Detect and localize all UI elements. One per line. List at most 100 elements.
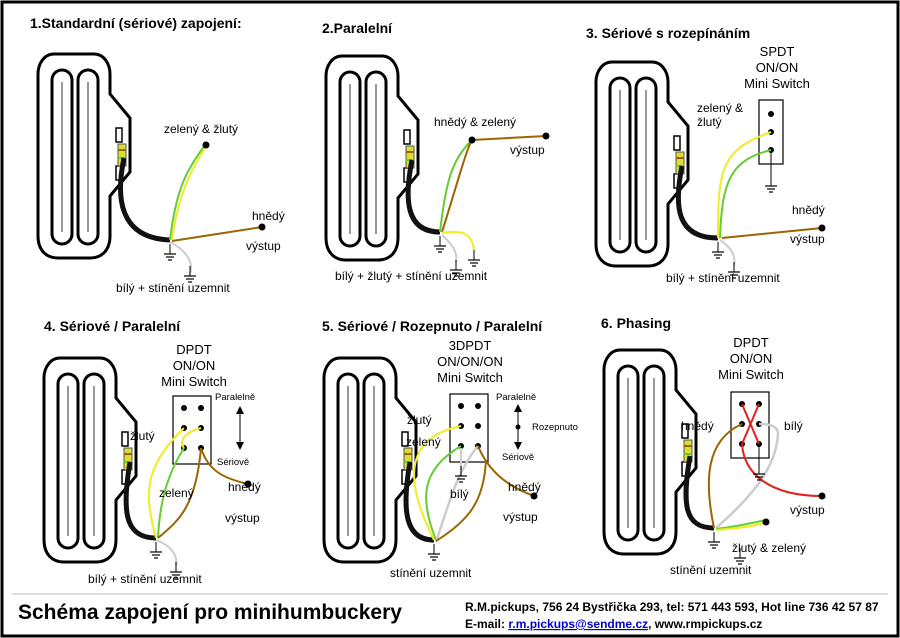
panel-3-series-split: 3. Sériové s rozepínáním SPDT ON/ON Mini… (586, 25, 826, 285)
switch-type: SPDT (760, 44, 795, 59)
label-yellow: žlutý (407, 413, 432, 427)
label-brown: hnědý (508, 480, 541, 494)
ground-symbol (764, 175, 778, 193)
label-output: výstup (510, 143, 545, 157)
wire-brown (171, 226, 263, 242)
switch-type: DPDT (733, 335, 768, 350)
panel-4-series-parallel: 4. Sériové / Paralelní DPDT ON/ON Mini S… (42, 318, 261, 586)
footer-contact: E-mail: r.m.pickups@sendme.cz, www.rmpic… (465, 617, 762, 631)
wire-jumper (181, 427, 202, 449)
panel-title: 4. Sériové / Paralelní (44, 318, 181, 334)
label-output: výstup (503, 510, 538, 524)
wire-brown (435, 459, 487, 542)
arrow-head-up (514, 404, 522, 412)
panel-6-phasing: 6. Phasing DPDT ON/ON Mini Switch hnědý … (601, 315, 826, 577)
ground-symbol (707, 531, 721, 549)
wire-white (155, 539, 178, 567)
wire-green (719, 149, 772, 239)
panel-title: 5. Sériové / Rozepnuto / Paralelní (322, 318, 543, 334)
arrow-head-down (514, 442, 522, 450)
wire-brown (721, 227, 823, 239)
web-address: , www.rmpickups.cz (648, 617, 762, 631)
footer: Schéma zapojení pro minihumbuckery R.M.p… (18, 600, 879, 631)
switch-name: Mini Switch (718, 367, 784, 382)
panel-5-series-split-parallel: 5. Sériové / Rozepnuto / Paralelní 3DPDT… (322, 318, 578, 580)
label-brown: hnědý (681, 419, 714, 433)
arrow-head-up (236, 406, 244, 414)
label-output: výstup (790, 503, 825, 517)
output-terminal (818, 224, 826, 232)
switch-name: Mini Switch (437, 370, 503, 385)
label-ground: bílý + žlutý + stínění uzemnit (335, 269, 488, 283)
footer-address: R.M.pickups, 756 24 Bystřička 293, tel: … (465, 600, 879, 614)
label-ground: stínění uzemnit (390, 566, 472, 580)
switch-mode: ON/ON/ON (437, 354, 503, 369)
pickup-6 (602, 348, 698, 556)
ground-symbol (467, 249, 481, 267)
panel-title: 6. Phasing (601, 315, 671, 331)
wire-yellow (171, 145, 207, 241)
arrow-head-down (236, 442, 244, 450)
cross-wire (741, 403, 760, 445)
wire-yellow (717, 131, 772, 239)
solder-joint (202, 141, 210, 149)
label-yellow: žlutý (130, 429, 155, 443)
position-parallel: Paralelně (496, 392, 536, 403)
pickup-5 (322, 356, 418, 564)
label-output: výstup (790, 232, 825, 246)
output-terminal (542, 132, 550, 140)
shielded-cable (403, 461, 435, 543)
switch-type: 3DPDT (449, 338, 492, 353)
shielded-cable (675, 165, 719, 241)
pickup-4 (42, 356, 138, 564)
wire-white (715, 422, 780, 529)
output-terminal (244, 480, 252, 488)
switch-name: Mini Switch (744, 76, 810, 91)
switch-mode: ON/ON (756, 60, 799, 75)
panel-2-parallel: 2.Paralelní hnědý & zelený výstup bílý +… (322, 20, 550, 283)
position-series: Sériově (502, 452, 534, 463)
pickup-2 (324, 54, 420, 262)
panel-title: 1.Standardní (sériové) zapojení: (30, 15, 242, 31)
email-link[interactable]: r.m.pickups@sendme.cz (508, 617, 648, 631)
ground-symbol (183, 265, 197, 283)
wire-brown (441, 139, 473, 233)
output-terminal (818, 492, 826, 500)
label-ground: stínění uzemnit (670, 563, 752, 577)
shielded-cable (118, 157, 171, 243)
wire-green (157, 447, 185, 539)
wire-white (441, 234, 458, 263)
label-green-yellow: zelený & žlutý (164, 122, 238, 136)
wire-white (434, 445, 479, 543)
switch-lug (198, 405, 204, 411)
switch-lug (458, 403, 464, 409)
email-label: E-mail: (465, 617, 505, 631)
shielded-cable (405, 159, 441, 235)
panel-title: 2.Paralelní (322, 20, 393, 36)
label-ground: bílý + stínění uzemnit (116, 281, 230, 295)
switch-mode: ON/ON (730, 351, 773, 366)
wire-brown-output (477, 445, 535, 497)
position-parallel: Paralelně (215, 392, 255, 403)
wire-green (439, 139, 473, 233)
panel-1-standard-series: 1.Standardní (sériové) zapojení: zelený … (30, 15, 285, 295)
position-dot (515, 424, 521, 430)
label-white: bílý (784, 419, 803, 433)
label-green: zelený (159, 486, 194, 500)
output-terminal (530, 492, 538, 500)
position-split: Rozepnuto (532, 422, 578, 433)
switch-name: Mini Switch (161, 374, 227, 389)
label-brown: hnědý (228, 480, 261, 494)
label-green: zelený & (697, 101, 743, 115)
switch-lug (181, 405, 187, 411)
wire-brown (157, 447, 202, 539)
label-green: zelený (406, 435, 441, 449)
label-brown: hnědý (792, 203, 825, 217)
switch-type: DPDT (176, 342, 211, 357)
wire-brown-output (200, 447, 249, 485)
panel-title: 3. Sériové s rozepínáním (586, 25, 750, 41)
ground-symbol (711, 241, 725, 259)
ground-symbol (427, 543, 441, 561)
